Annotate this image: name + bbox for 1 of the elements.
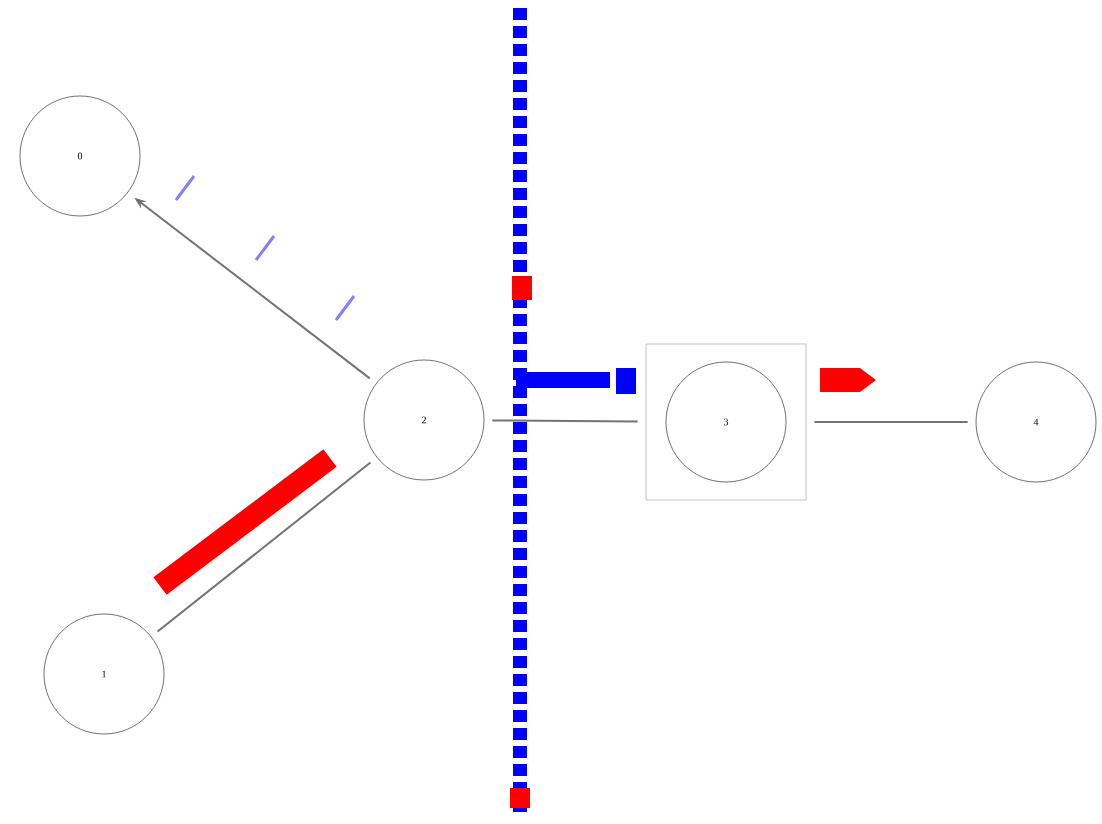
node-box — [645, 343, 807, 501]
